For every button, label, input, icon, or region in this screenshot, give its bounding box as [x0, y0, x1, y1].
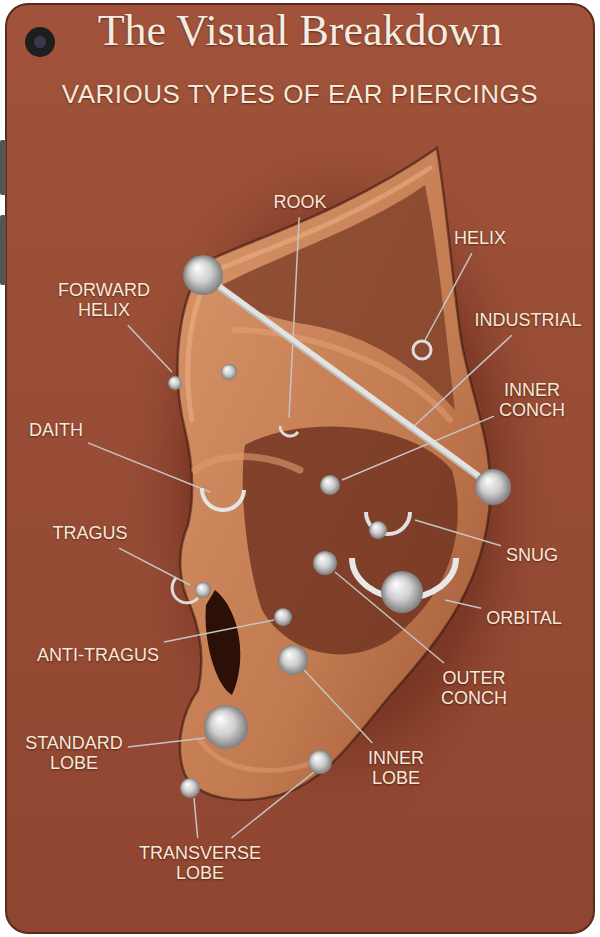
leader-line — [88, 443, 210, 492]
piercing-label: FORWARD HELIX — [58, 280, 150, 320]
piercing-ring — [413, 341, 431, 359]
piercing-label: INDUSTRIAL — [474, 310, 581, 330]
piercing-ball — [381, 571, 423, 613]
leader-line — [412, 335, 512, 428]
leader-line — [415, 520, 501, 546]
piercing-ball — [195, 582, 211, 598]
side-button — [0, 140, 6, 195]
piercing-label: HELIX — [454, 228, 506, 248]
piercing-label: SNUG — [506, 545, 558, 565]
piercing-ball — [180, 778, 200, 798]
leader-line — [289, 217, 299, 418]
piercing-ball — [221, 364, 237, 380]
ear-canal — [206, 590, 241, 695]
camera-lens — [34, 36, 46, 48]
leader-line — [128, 325, 172, 372]
leader-line — [119, 548, 190, 585]
piercing-label: INNER CONCH — [499, 380, 565, 420]
leader-line — [304, 670, 372, 743]
industrial-bar — [203, 275, 493, 487]
piercing-label: INNER LOBE — [368, 748, 424, 788]
piercing-label: DAITH — [29, 420, 83, 440]
side-button — [0, 215, 6, 285]
diagram-subtitle: VARIOUS TYPES OF EAR PIERCINGS — [62, 80, 538, 109]
piercing-label: ORBITAL — [486, 608, 562, 628]
piercing-ring — [172, 578, 198, 603]
leader-line — [445, 600, 481, 608]
piercing-ring — [202, 488, 244, 510]
industrial-bar-shade — [203, 278, 493, 490]
piercing-ball — [369, 521, 387, 539]
piercing-ball — [168, 376, 182, 390]
piercing-label: STANDARD LOBE — [25, 733, 123, 773]
ear-shadow — [125, 130, 555, 830]
piercing-ball — [183, 255, 223, 295]
helix-crus — [195, 457, 300, 471]
piercing-ball — [274, 608, 292, 626]
leader-line — [232, 772, 315, 838]
piercing-ball — [313, 551, 337, 575]
piercing-ball — [320, 475, 340, 495]
leader-line — [424, 253, 472, 342]
piercing-label: TRANSVERSE LOBE — [139, 843, 261, 883]
diagram-title: The Visual Breakdown — [98, 6, 503, 55]
piercing-ball — [308, 750, 332, 774]
piercing-label: ANTI-TRAGUS — [37, 645, 159, 665]
piercing-ball — [204, 705, 248, 749]
leader-line — [194, 798, 198, 838]
leader-line — [164, 620, 274, 642]
piercing-ring — [280, 426, 298, 436]
case-background — [6, 4, 594, 933]
piercing-label: OUTER CONCH — [441, 668, 507, 708]
leader-line — [335, 572, 444, 663]
piercing-label: TRAGUS — [52, 523, 127, 543]
piercing-ball — [475, 469, 511, 505]
camera — [25, 27, 55, 57]
leader-line — [128, 738, 205, 747]
piercing-ball — [278, 645, 308, 675]
piercing-label: ROOK — [273, 192, 326, 212]
